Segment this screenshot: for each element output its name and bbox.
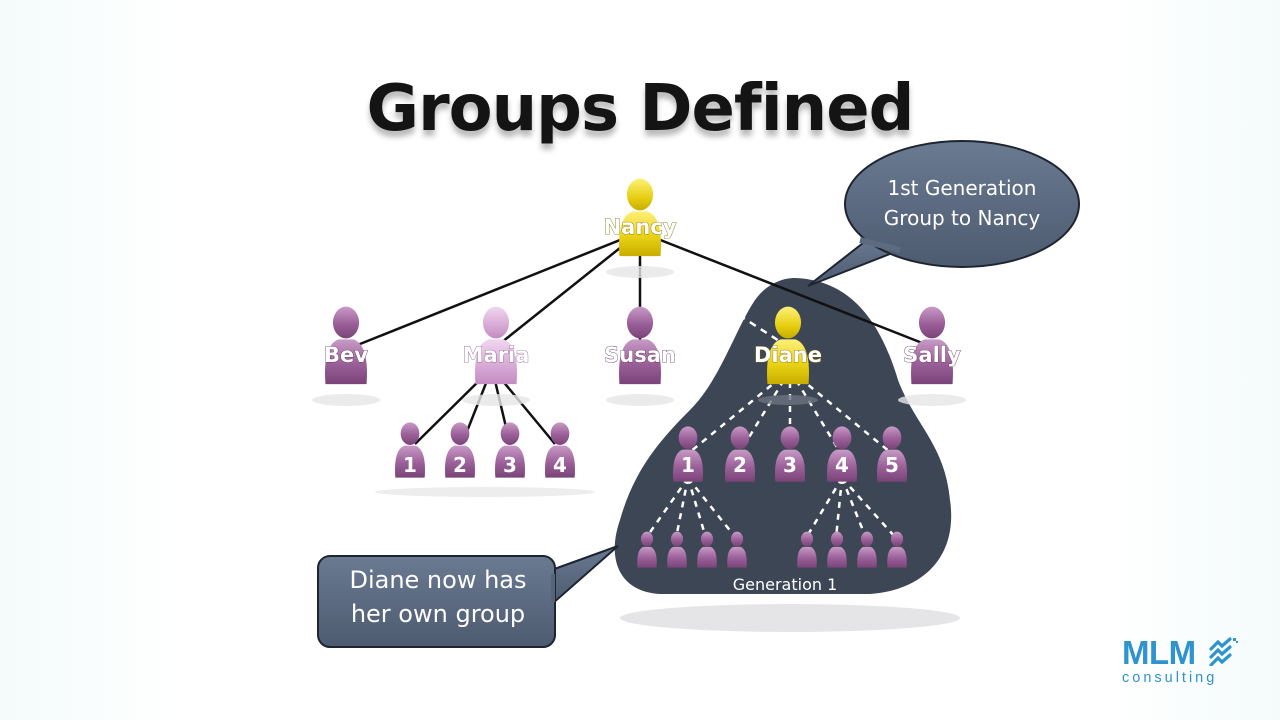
diane-child-5: 5 <box>877 426 907 482</box>
maria-child-4: 4 <box>545 422 575 478</box>
svg-text:3: 3 <box>503 453 517 477</box>
brand-tagline: consulting <box>1122 670 1218 686</box>
brand-name: MLM <box>1122 634 1196 671</box>
callout-first-generation-line1: 1st Generation <box>888 176 1037 200</box>
person-susan-label: Susan <box>604 343 676 367</box>
brand-zigzag-icon <box>1209 637 1238 666</box>
svg-text:4: 4 <box>553 453 567 477</box>
person-bev-label: Bev <box>324 343 368 367</box>
person-sally: Sally <box>898 306 966 406</box>
generation-label: Generation 1 <box>733 575 838 594</box>
svg-text:2: 2 <box>733 453 747 477</box>
maria-child-3: 3 <box>495 422 525 478</box>
person-diane: Diane <box>754 306 822 405</box>
maria-child-1: 1 <box>395 422 425 478</box>
svg-text:4: 4 <box>835 453 849 477</box>
person-nancy-label: Nancy <box>604 215 677 239</box>
diane-child-3: 3 <box>775 426 805 482</box>
person-maria: Maria <box>462 306 530 406</box>
diane-child-4: 4 <box>827 426 857 482</box>
person-diane-label: Diane <box>754 343 822 367</box>
callout-diane-group-line2: her own group <box>351 600 525 628</box>
maria-child-2: 2 <box>445 422 475 478</box>
callout-diane-group: Diane now has her own group <box>317 545 619 648</box>
callout-first-generation-line2: Group to Nancy <box>884 206 1041 230</box>
person-maria-label: Maria <box>463 343 530 367</box>
person-bev: Bev <box>312 306 380 406</box>
svg-text:5: 5 <box>885 453 899 477</box>
brand-logo: MLM consulting <box>1118 634 1248 694</box>
diane-child-1: 1 <box>673 426 703 482</box>
svg-text:1: 1 <box>681 453 695 477</box>
slide-title: Groups Defined <box>366 72 915 146</box>
maria-children: 1 2 3 4 <box>375 422 595 497</box>
person-susan: Susan <box>604 306 676 406</box>
diane-children: 1 2 3 4 5 <box>673 426 907 482</box>
callout-first-generation: 1st Generation Group to Nancy <box>807 140 1080 287</box>
svg-text:1: 1 <box>403 453 417 477</box>
svg-text:3: 3 <box>783 453 797 477</box>
callout-diane-group-line1: Diane now has <box>349 566 526 594</box>
svg-text:2: 2 <box>453 453 467 477</box>
person-sally-label: Sally <box>903 343 961 367</box>
person-nancy: Nancy <box>603 178 677 278</box>
diane-child-2: 2 <box>725 426 755 482</box>
